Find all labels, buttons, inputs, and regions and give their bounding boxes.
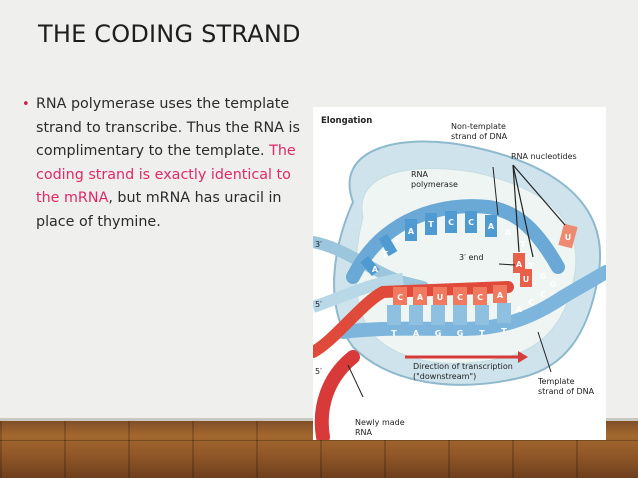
- label-3-end: 3′ end: [459, 253, 484, 262]
- right-base-3: G: [550, 280, 557, 289]
- label-direction-1: Direction of transcription: [413, 362, 513, 371]
- label-nontemplate-2: strand of DNA: [451, 132, 508, 141]
- label-5-prime-upper: 5′: [315, 300, 322, 309]
- rna-base-5: C: [477, 293, 483, 302]
- right-base-2: G: [540, 272, 547, 281]
- bullet-text-part1: RNA polymerase uses the template strand …: [36, 96, 300, 159]
- slide-title: THE CODING STRAND: [38, 20, 301, 48]
- rna-bases: C A U C C A: [393, 285, 507, 305]
- left-base-3: A: [372, 265, 379, 274]
- free-rna-nucleotides: A U U: [513, 223, 578, 287]
- bottom-base-5: T: [479, 329, 485, 338]
- label-rna-polymerase-1: RNA: [411, 170, 429, 179]
- template-strand: [336, 265, 606, 339]
- right-base-6: C: [540, 290, 546, 299]
- label-3-prime: 3′: [315, 240, 322, 249]
- bottom-bases: T A G G T T: [387, 303, 511, 338]
- bottom-base-2: A: [413, 329, 420, 338]
- bullet-item: • RNA polymerase uses the template stran…: [22, 93, 312, 234]
- free-base-2: U: [523, 275, 530, 284]
- free-base-3: U: [565, 233, 572, 242]
- rna-base-6: A: [497, 291, 504, 300]
- bottom-base-6: T: [501, 327, 507, 336]
- bottom-base-1: T: [391, 329, 397, 338]
- label-template-2: strand of DNA: [538, 387, 595, 396]
- top-base-1: A: [408, 227, 415, 236]
- left-base-1: C: [394, 235, 400, 244]
- top-base-5: A: [488, 222, 495, 231]
- left-base-2: T: [382, 250, 388, 259]
- bullet-icon: •: [22, 97, 30, 112]
- label-rna-nucleotides: RNA nucleotides: [511, 152, 577, 161]
- rna-base-4: C: [457, 293, 463, 302]
- label-nontemplate-1: Non-template: [451, 122, 506, 131]
- top-base-3: C: [448, 218, 454, 227]
- free-base-1: A: [516, 260, 523, 269]
- bullet-text: RNA polymerase uses the template strand …: [22, 93, 312, 234]
- label-rna-polymerase-2: polymerase: [411, 180, 458, 189]
- label-5-prime-lower: 5′: [315, 367, 322, 376]
- rna-strand: [313, 281, 514, 358]
- rna-base-2: A: [417, 293, 424, 302]
- label-direction-2: ("downstream"): [413, 372, 476, 381]
- rna-base-1: C: [397, 293, 403, 302]
- top-base-2: T: [428, 220, 434, 229]
- newly-made-rna-tail: [314, 350, 360, 440]
- top-base-7: T: [520, 240, 526, 249]
- label-newly-made-1: Newly made: [355, 418, 405, 427]
- label-newly-made-2: RNA: [355, 428, 373, 437]
- label-elongation: Elongation: [321, 116, 372, 126]
- top-base-4: C: [468, 218, 474, 227]
- bullet-text-highlight: The coding strand is exactly identical t…: [36, 143, 296, 206]
- bottom-base-3: G: [435, 329, 442, 338]
- bullet-text-part2: , but mRNA has uracil in place of thymin…: [36, 190, 282, 230]
- bottom-base-4: G: [457, 329, 464, 338]
- top-base-6: A: [505, 228, 512, 237]
- right-base-4: A: [516, 305, 523, 314]
- right-base-5: C: [528, 298, 534, 307]
- dna-strand-left-lower: [313, 273, 404, 313]
- top-bases: A T C C A A T: [360, 211, 526, 277]
- rna-base-3: U: [437, 293, 444, 302]
- label-template-1: Template: [537, 377, 575, 386]
- transcription-diagram: A T C C A A T C T A T A: [313, 107, 606, 440]
- transcription-diagram-svg: A T C C A A T C T A T A: [313, 116, 606, 440]
- right-base-1: T: [528, 262, 534, 271]
